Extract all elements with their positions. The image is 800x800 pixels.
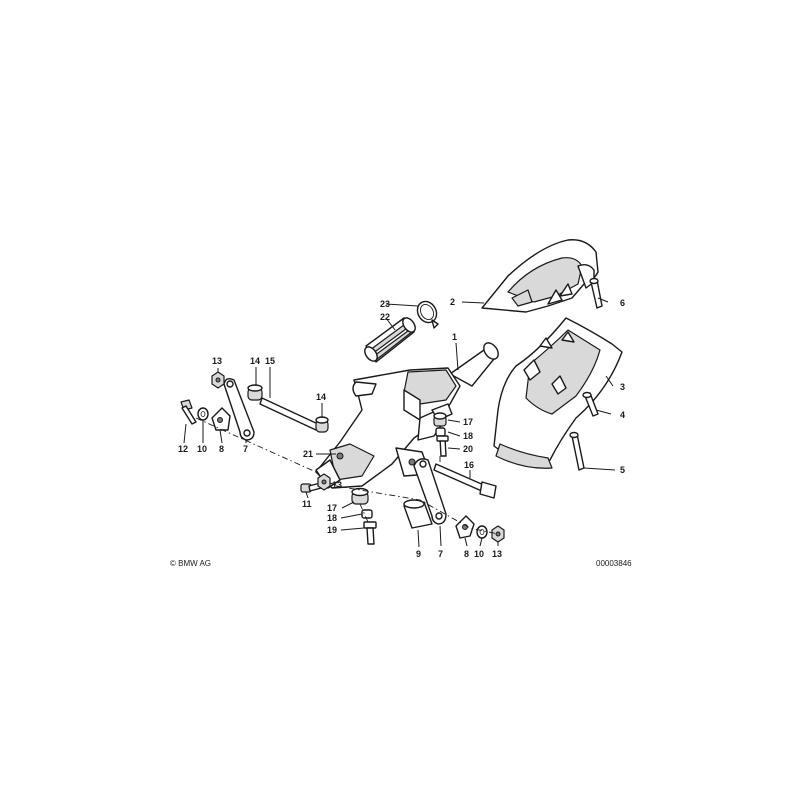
callout-16: 16 xyxy=(464,460,474,470)
drawing-number: 00003846 xyxy=(596,559,632,568)
copyright-label: © BMW AG xyxy=(170,559,211,568)
spacer-18-right[interactable] xyxy=(435,427,446,437)
rubber-mount-17-right[interactable] xyxy=(433,412,447,427)
screw-6[interactable] xyxy=(589,277,603,309)
callout-20: 20 xyxy=(463,444,473,454)
callout-9: 9 xyxy=(416,549,421,559)
callout-10-right: 10 xyxy=(474,549,484,559)
callout-18-right: 18 xyxy=(463,431,473,441)
clip-nut-8-right[interactable] xyxy=(455,515,475,539)
spacer-18-left[interactable] xyxy=(361,509,373,519)
callout-13-right: 13 xyxy=(492,549,502,559)
bolt-16[interactable] xyxy=(433,463,497,499)
upper-steering-column-trim[interactable] xyxy=(481,239,599,313)
screw-4[interactable] xyxy=(582,391,599,417)
callout-8-left: 8 xyxy=(219,444,224,454)
callout-7-left: 7 xyxy=(243,444,248,454)
callout-13-top: 13 xyxy=(212,356,222,366)
callout-14-upper: 14 xyxy=(250,356,260,366)
spacer-sleeve-9[interactable] xyxy=(403,499,433,529)
callout-10-left: 10 xyxy=(197,444,207,454)
callout-12: 12 xyxy=(178,444,188,454)
callout-6: 6 xyxy=(620,298,625,308)
callout-15: 15 xyxy=(265,356,275,366)
callout-21: 21 xyxy=(303,449,313,459)
link-strap-7-left[interactable] xyxy=(223,377,255,441)
callout-13-middle: 13 xyxy=(332,480,342,490)
callout-4: 4 xyxy=(620,410,625,420)
callout-7-right: 7 xyxy=(438,549,443,559)
corrugated-sleeve[interactable] xyxy=(362,316,417,364)
steering-column-tube[interactable] xyxy=(449,340,501,387)
bolt-12[interactable] xyxy=(180,399,197,425)
callout-labels: 1 2 3 4 5 6 7 7 8 8 9 10 10 11 12 13 13 … xyxy=(178,297,625,559)
clip-nut-8-left[interactable] xyxy=(211,407,231,431)
hose-clamp[interactable] xyxy=(414,298,441,329)
rubber-bushing-14-upper[interactable] xyxy=(247,384,263,401)
callout-5: 5 xyxy=(620,465,625,475)
callout-1: 1 xyxy=(452,332,457,342)
screw-5[interactable] xyxy=(569,431,585,471)
leader-lines xyxy=(183,297,616,548)
bolt-19[interactable] xyxy=(363,521,377,545)
callout-23: 23 xyxy=(380,299,390,309)
callout-2: 2 xyxy=(450,297,455,307)
bolt-20[interactable] xyxy=(436,435,449,457)
callout-17-right: 17 xyxy=(463,417,473,427)
callout-17-left: 17 xyxy=(327,503,337,513)
callout-11: 11 xyxy=(302,499,312,509)
callout-8-right: 8 xyxy=(464,549,469,559)
washer-10-left[interactable] xyxy=(197,407,209,421)
callout-14-lower: 14 xyxy=(316,392,326,402)
callout-19: 19 xyxy=(327,525,337,535)
callout-18-left: 18 xyxy=(327,513,337,523)
assembly-centerlines xyxy=(195,417,499,535)
rubber-bushing-14-lower[interactable] xyxy=(315,416,329,433)
callout-22: 22 xyxy=(380,312,390,322)
washer-10-right[interactable] xyxy=(476,525,488,539)
lower-steering-column-trim[interactable] xyxy=(493,317,623,469)
shaft-15[interactable] xyxy=(259,397,319,431)
callout-3: 3 xyxy=(620,382,625,392)
link-strap-7-right[interactable] xyxy=(413,458,447,525)
nut-13-top[interactable] xyxy=(211,371,225,389)
nut-13-middle[interactable] xyxy=(317,473,331,491)
